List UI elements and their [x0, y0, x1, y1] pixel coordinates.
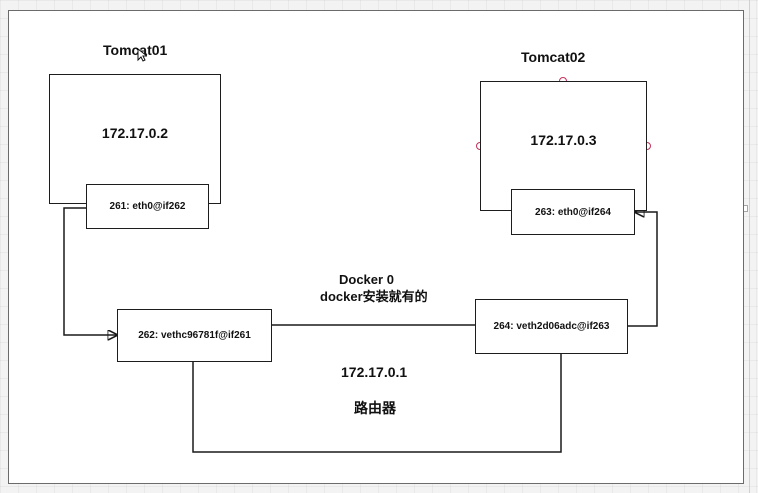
docker0-title: Docker 0 [339, 272, 394, 287]
editor-scroll-boundary [749, 0, 750, 493]
tomcat02-eth0-interface[interactable]: 263: eth0@if264 [511, 189, 635, 235]
tomcat01-eth0-interface[interactable]: 261: eth0@if262 [86, 184, 209, 229]
tomcat01-title: Tomcat01 [103, 42, 168, 58]
veth264-to-tomcat02-connector[interactable] [628, 212, 658, 327]
docker0-gateway-ip: 172.17.0.1 [341, 364, 408, 380]
tomcat01-to-veth262-connector[interactable] [63, 207, 117, 335]
mouse-cursor-icon [137, 48, 147, 62]
tomcat02-title: Tomcat02 [521, 49, 586, 65]
docker0-subtitle: docker安装就有的 [320, 289, 428, 304]
router-loop-connector[interactable] [192, 354, 562, 453]
veth264-bridge-port[interactable]: 264: veth2d06adc@if263 [475, 299, 628, 354]
veth262-bridge-port[interactable]: 262: vethc96781f@if261 [117, 309, 272, 362]
router-label: 路由器 [354, 400, 396, 416]
